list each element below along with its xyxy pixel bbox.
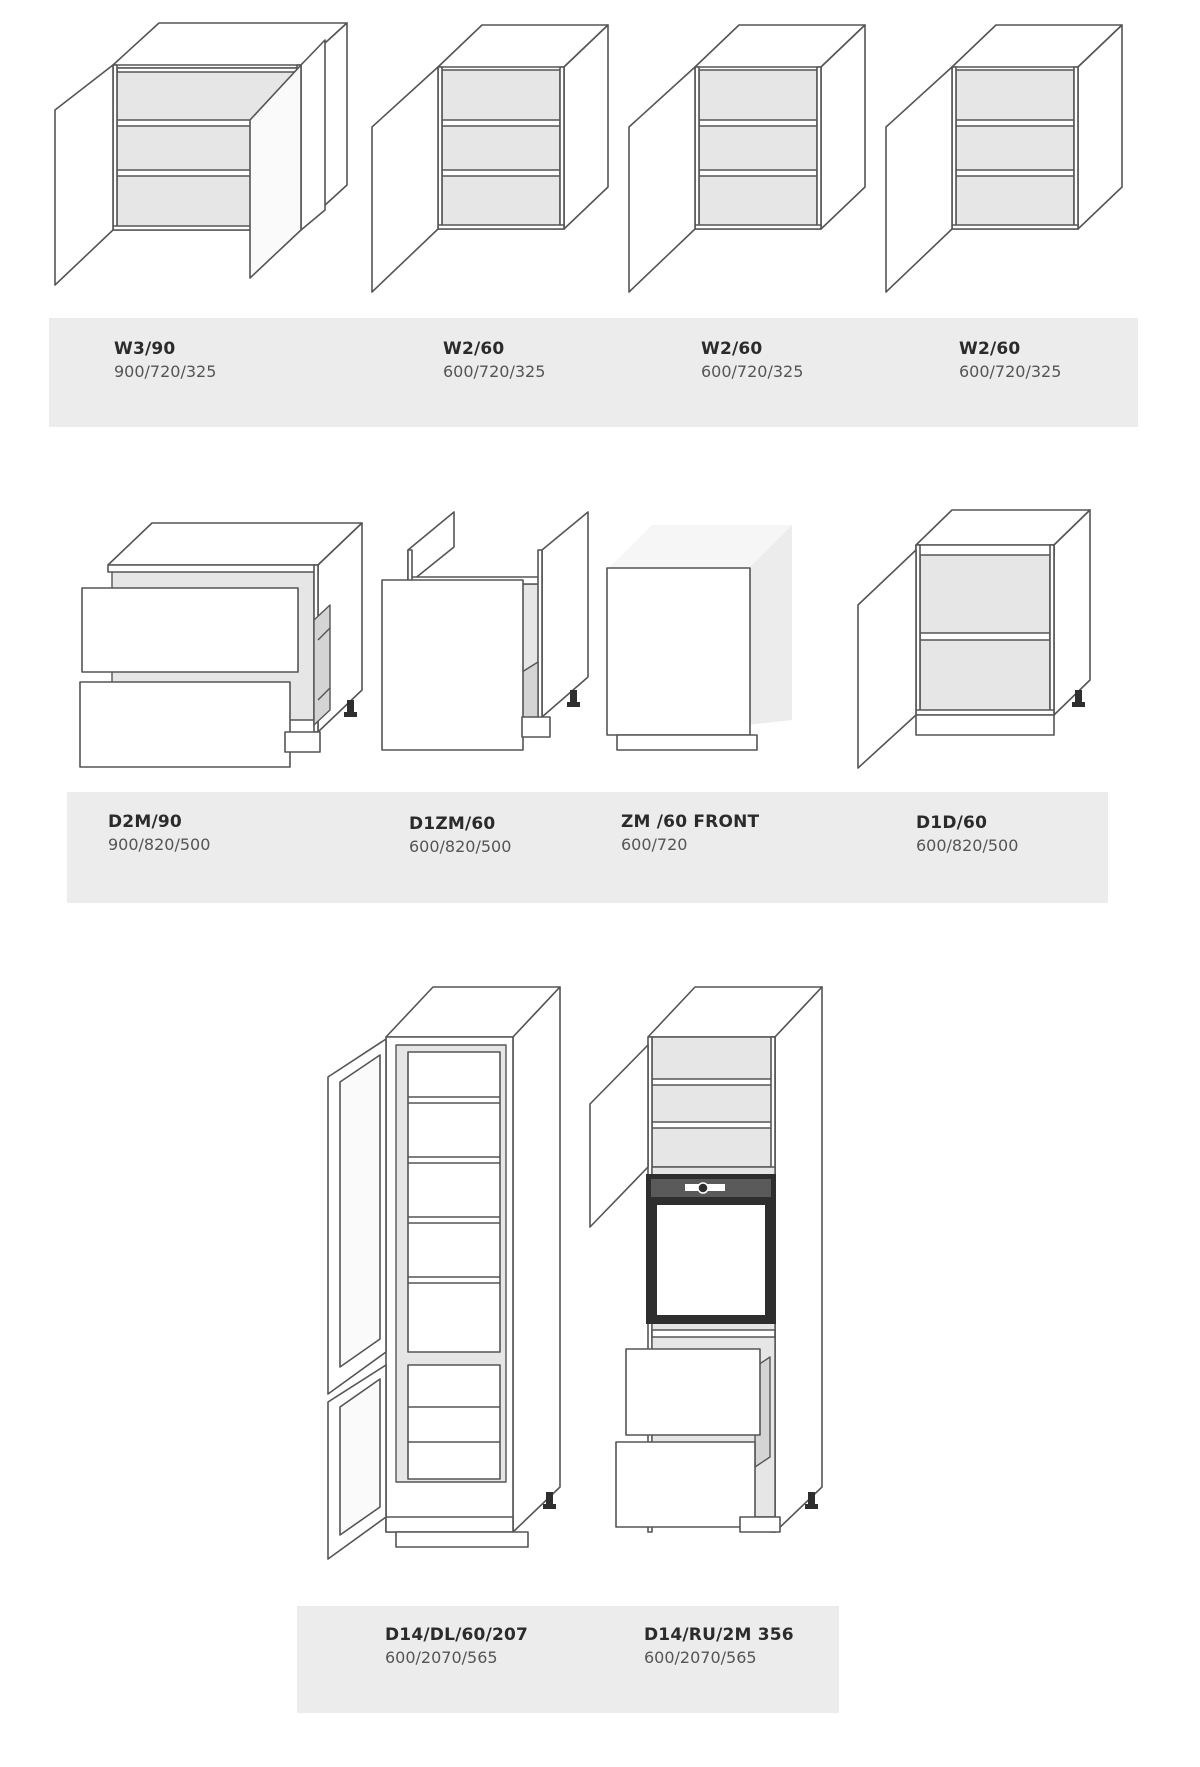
cabinet-d14-ru-2m-356-drawing <box>589 986 823 1533</box>
product-dimensions: 600/720/325 <box>959 362 1062 381</box>
cabinet-w2-60-drawing <box>628 24 866 293</box>
cabinet-d2m-90-drawing <box>79 522 363 768</box>
label-band-base-cabinets <box>67 792 1108 903</box>
product-dimensions: 600/820/500 <box>409 837 512 856</box>
product-label-d1zm-60: D1ZM/60 600/820/500 <box>409 812 511 858</box>
product-code: W3/90 <box>114 339 176 359</box>
product-code: D1D/60 <box>916 813 988 833</box>
product-label-w2-60: W2/60 600/720/325 <box>443 337 545 383</box>
product-dimensions: 900/820/500 <box>108 835 211 854</box>
cabinet-d1zm-60-drawing <box>381 511 589 751</box>
product-code: D14/RU/2M 356 <box>644 1625 794 1645</box>
product-code: D2M/90 <box>108 812 182 832</box>
product-label-d1d-60: D1D/60 600/820/500 <box>916 811 1018 857</box>
product-dimensions: 600/2070/565 <box>385 1648 498 1667</box>
product-label-d2m-90: D2M/90 900/820/500 <box>108 810 210 856</box>
product-label-d14-ru-2m-356: D14/RU/2M 356 600/2070/565 <box>644 1623 794 1669</box>
product-code: D1ZM/60 <box>409 814 496 834</box>
cabinet-w2-60-drawing <box>371 24 609 293</box>
product-label-w2-60: W2/60 600/720/325 <box>959 337 1061 383</box>
product-label-zm-60-front: ZM /60 FRONT 600/720 <box>621 810 759 856</box>
product-dimensions: 600/720 <box>621 835 688 854</box>
cabinet-d1d-60-drawing <box>857 509 1091 769</box>
product-dimensions: 900/720/325 <box>114 362 217 381</box>
cabinet-w2-60-drawing <box>885 24 1123 293</box>
product-dimensions: 600/2070/565 <box>644 1648 757 1667</box>
product-dimensions: 600/820/500 <box>916 836 1019 855</box>
product-label-w2-60: W2/60 600/720/325 <box>701 337 803 383</box>
label-band-tall-cabinets <box>297 1606 839 1713</box>
product-dimensions: 600/720/325 <box>701 362 804 381</box>
label-band-wall-cabinets <box>49 318 1138 427</box>
product-label-d14-dl-60-207: D14/DL/60/207 600/2070/565 <box>385 1623 528 1669</box>
product-code: D14/DL/60/207 <box>385 1625 529 1645</box>
product-label-w3-90: W3/90 900/720/325 <box>114 337 216 383</box>
product-code: ZM /60 FRONT <box>621 812 760 832</box>
product-dimensions: 600/720/325 <box>443 362 546 381</box>
product-code: W2/60 <box>959 339 1021 359</box>
product-code: W2/60 <box>443 339 505 359</box>
product-code: W2/60 <box>701 339 763 359</box>
cabinet-d14-dl-60-207-drawing <box>327 986 561 1560</box>
cabinet-w3-90-drawing <box>54 22 348 286</box>
cabinet-zm-60-front-drawing <box>606 525 792 751</box>
